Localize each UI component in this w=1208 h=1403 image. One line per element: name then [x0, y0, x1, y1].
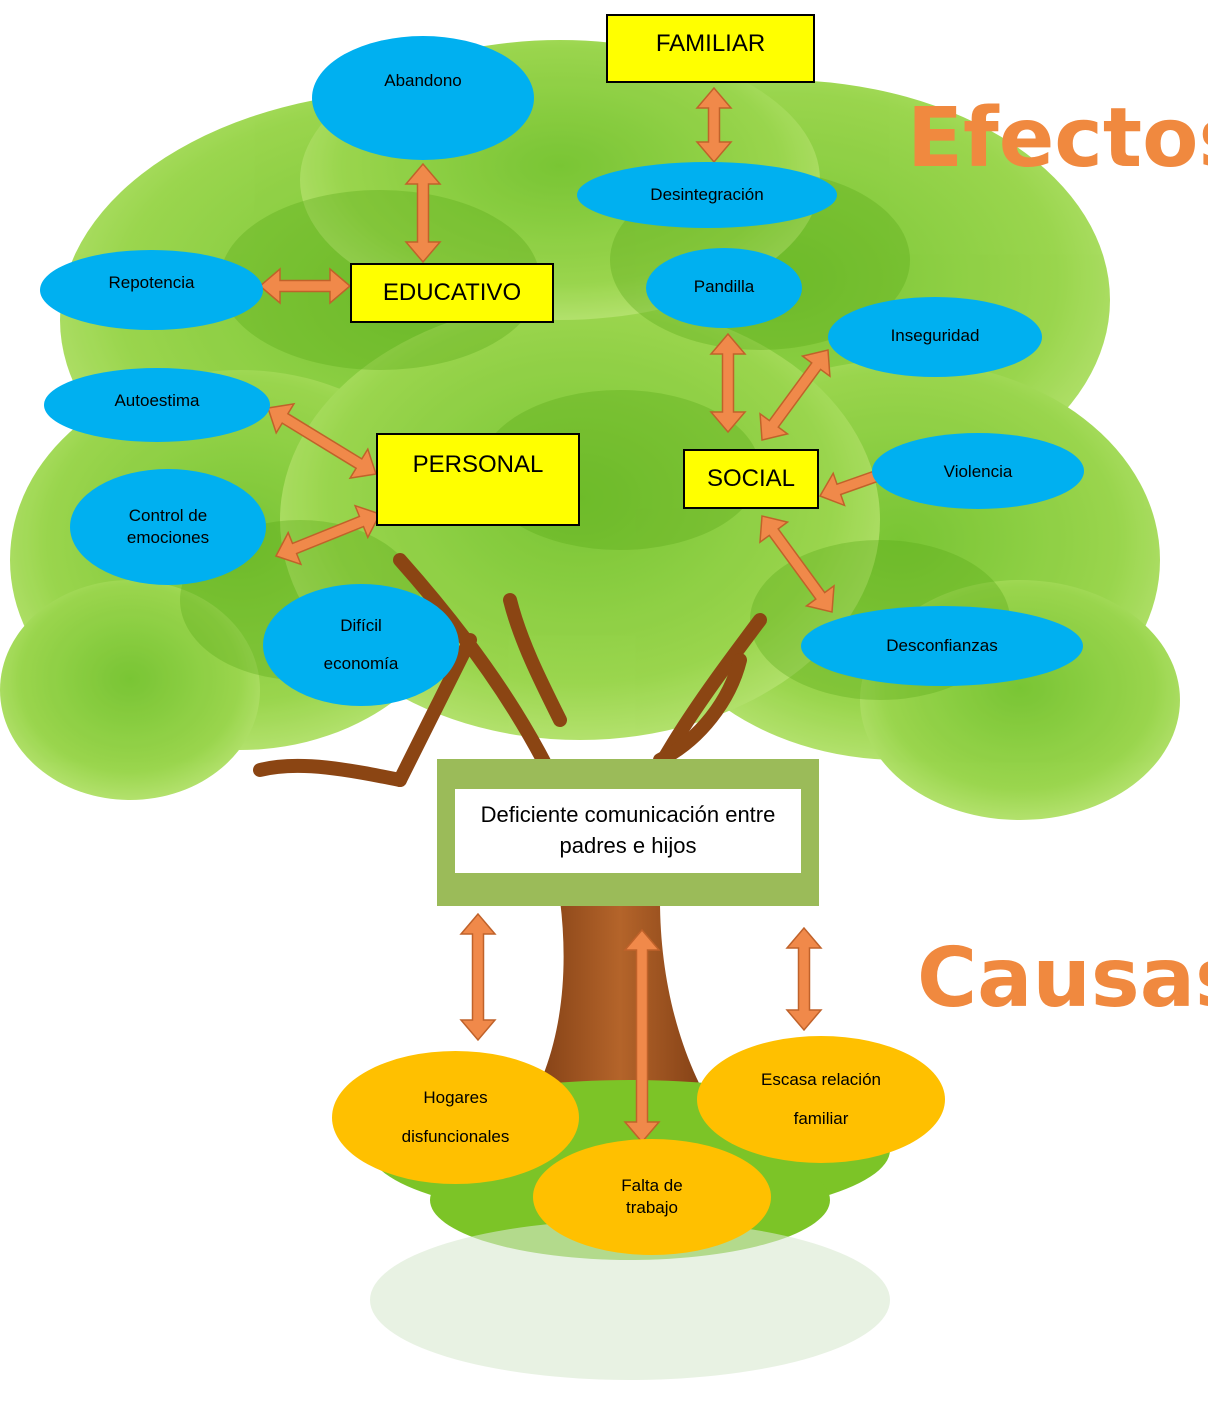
arrow-core-hogares [459, 912, 497, 1042]
arrow-abandono-educativo [404, 162, 442, 264]
arrow-autoestima-personal [267, 402, 377, 480]
effect-inseguridad: Inseguridad [828, 297, 1042, 377]
effect-abandono: Abandono [312, 36, 534, 160]
effect-repotencia-label: Repotencia [108, 273, 195, 292]
central-problem-text: Deficiente comunicación entre padres e h… [455, 789, 801, 873]
cause-hogares-disfuncionales: Hogares disfuncionales [332, 1051, 579, 1184]
effects-heading: Efectos [907, 91, 1208, 186]
category-familiar-label: FAMILIAR [655, 30, 766, 57]
effect-control-label-line2: emociones [126, 528, 210, 547]
effect-dificil-economia: Difícil economía [263, 584, 459, 706]
category-educativo-label: EDUCATIVO [382, 279, 522, 306]
effect-control-label-line1: Control de [128, 505, 208, 525]
causes-heading: Causas [917, 931, 1208, 1026]
effect-desconfianzas: Desconfianzas [801, 606, 1083, 686]
effect-pandilla: Pandilla [646, 248, 802, 328]
central-problem-line1: Deficiente comunicación entre [480, 802, 776, 828]
arrow-control-personal [274, 504, 382, 566]
effect-violencia-label: Violencia [943, 462, 1013, 481]
effect-violencia: Violencia [872, 433, 1084, 509]
cause-escasa-relacion: Escasa relación familiar [697, 1036, 945, 1163]
arrow-pandilla-social [709, 332, 747, 434]
effect-control-emociones: Control de emociones [70, 469, 266, 585]
effect-autoestima: Autoestima [44, 368, 270, 442]
category-social-label: SOCIAL [706, 465, 796, 492]
effect-desintegracion: Desintegración [577, 162, 837, 228]
arrow-inseguridad-social [759, 349, 831, 441]
central-problem-line2: padres e hijos [559, 833, 697, 858]
effect-abandono-label: Abandono [384, 71, 462, 90]
effect-dificil-label-line2: economía [323, 654, 399, 673]
cause-falta-trabajo: Falta de trabajo [533, 1139, 771, 1255]
arrow-social-desconfianzas [759, 515, 835, 613]
effect-desintegracion-label: Desintegración [650, 184, 764, 204]
central-problem-box: Deficiente comunicación entre padres e h… [437, 759, 819, 906]
cause-hogares-label-line2: disfuncionales [401, 1126, 510, 1146]
effect-pandilla-label: Pandilla [693, 277, 755, 296]
cause-falta-label-line2: trabajo [626, 1198, 678, 1217]
arrow-repotencia-educativo [258, 267, 352, 305]
category-personal-label: PERSONAL [412, 451, 544, 478]
category-personal: PERSONAL [376, 433, 580, 526]
arrow-core-escasa [785, 926, 823, 1032]
effect-autoestima-label: Autoestima [114, 391, 200, 410]
effect-inseguridad-label: Inseguridad [890, 326, 980, 345]
category-educativo: EDUCATIVO [350, 263, 554, 323]
cause-escasa-label-line1: Escasa relación [760, 1070, 881, 1090]
effect-repotencia: Repotencia [40, 250, 263, 330]
arrow-familiar-desintegracion [695, 86, 733, 164]
cause-falta-label-line1: Falta de [621, 1175, 683, 1195]
arrow-core-falta [623, 928, 661, 1144]
cause-hogares-label-line1: Hogares [423, 1088, 488, 1108]
category-social: SOCIAL [683, 449, 819, 509]
effect-dificil-label-line1: Difícil [340, 615, 382, 635]
effect-desconfianzas-label: Desconfianzas [886, 635, 998, 655]
category-familiar: FAMILIAR [606, 14, 815, 83]
cause-escasa-label-line2: familiar [793, 1108, 849, 1128]
